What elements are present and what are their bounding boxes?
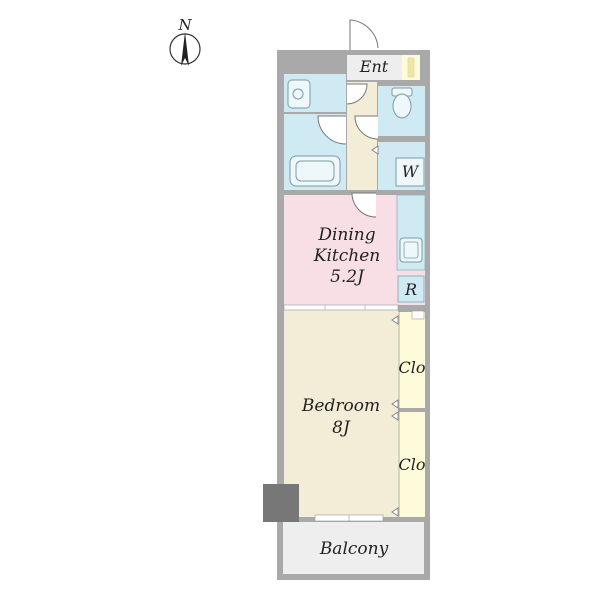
structural-column xyxy=(263,484,299,522)
entrance-label: Ent xyxy=(359,57,389,76)
bedroom xyxy=(284,310,398,517)
north-arrow-icon xyxy=(181,32,189,66)
balcony-label: Balcony xyxy=(319,539,389,559)
bedroom-label: Bedroom xyxy=(301,396,380,416)
bedroom-size: 8J xyxy=(332,418,351,438)
closet-upper-door-mark-top xyxy=(391,315,399,325)
balcony xyxy=(283,522,424,574)
north-compass: N xyxy=(169,16,201,66)
toilet-bowl-icon xyxy=(392,93,412,119)
closet-lower-door-mark-bottom xyxy=(391,507,399,517)
kitchen-door-swing xyxy=(351,192,377,218)
washer-label: W xyxy=(402,162,420,181)
closet-upper-label: Clo xyxy=(399,358,426,377)
washroom-door-swing xyxy=(346,83,368,105)
closet-lower-door-mark-top xyxy=(391,411,399,421)
kitchen-sink-basin xyxy=(403,241,419,259)
bedroom-sliding-door xyxy=(283,304,399,311)
dining-kitchen-size: 5.2J xyxy=(330,267,365,287)
closet-lower xyxy=(398,412,425,517)
closet-lower-label: Clo xyxy=(399,455,426,474)
shoe-cabinet-shelf xyxy=(407,57,415,78)
washer-box xyxy=(395,157,425,187)
refrigerator-label: R xyxy=(404,280,417,299)
washbasin-icon xyxy=(287,79,311,109)
dining-kitchen-label-1: Dining xyxy=(317,225,375,245)
toilet-door-swing xyxy=(354,115,379,140)
washbasin-drain-icon xyxy=(292,88,304,100)
bathtub-inner xyxy=(295,160,335,182)
bathroom-door-swing xyxy=(317,115,347,145)
washer-door-mark xyxy=(371,145,379,155)
closet-pipe-space xyxy=(411,310,425,320)
closet-upper-door-mark-bottom xyxy=(391,399,399,409)
refrigerator-space xyxy=(397,275,425,303)
kitchen-sink-icon xyxy=(399,237,423,263)
bathtub-icon xyxy=(289,155,341,187)
entrance-door-swing xyxy=(349,19,379,50)
dining-kitchen-label-2: Kitchen xyxy=(313,246,380,266)
closet-upper xyxy=(398,312,425,408)
entrance-area xyxy=(347,55,402,80)
compass-label: N xyxy=(177,16,192,34)
